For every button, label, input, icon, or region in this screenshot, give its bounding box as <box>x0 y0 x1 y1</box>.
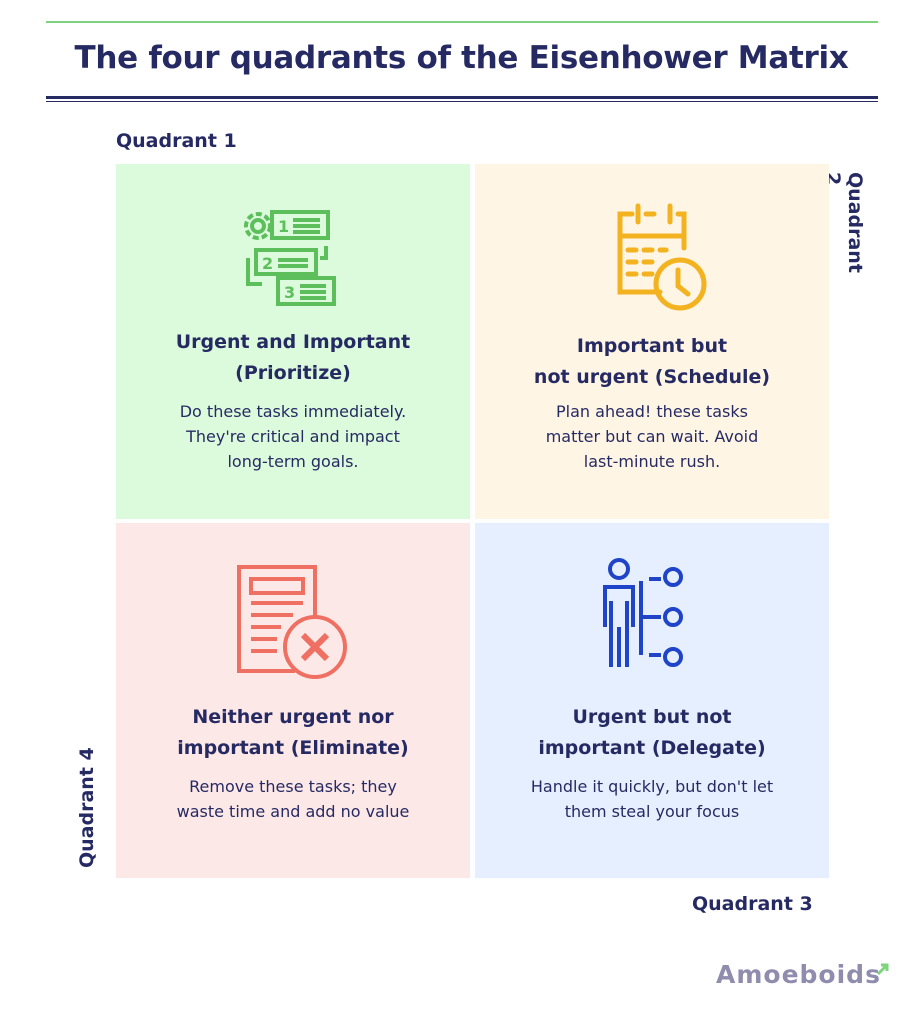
desc-line-1: Do these tasks immediately. <box>179 402 407 421</box>
logo-arrow-icon <box>876 963 889 976</box>
heading-line-2: important (Eliminate) <box>177 737 409 759</box>
svg-text:2: 2 <box>262 254 273 273</box>
person-delegate-icon <box>603 558 683 667</box>
quadrant-delegate: Urgent but not important (Delegate) Handl… <box>475 523 829 878</box>
heading-line-2: not urgent (Schedule) <box>533 366 771 388</box>
desc-line-1: Plan ahead! these tasks <box>556 402 748 421</box>
heading-line-2: (Prioritize) <box>235 362 351 384</box>
calendar-clock-icon <box>617 203 707 311</box>
page-title: The four quadrants of the Eisenhower Mat… <box>74 40 849 76</box>
quadrant-prioritize: 1 2 3 Urgent and Important (Prioritize) D… <box>116 164 470 519</box>
quadrant-1-label: Quadrant 1 <box>116 130 237 152</box>
title-divider-thin <box>46 101 878 102</box>
amoeboids-logo: Amoeboids <box>716 960 881 989</box>
heading-line-2: important (Delegate) <box>538 737 766 759</box>
title-divider <box>46 96 878 99</box>
desc-line-2: them steal your focus <box>564 802 740 821</box>
desc-line-3: long-term goals. <box>227 452 359 471</box>
heading-line-1: Important but <box>576 335 728 357</box>
desc-line-3: last-minute rush. <box>583 452 721 471</box>
svg-text:1: 1 <box>278 217 289 236</box>
desc-line-2: matter but can wait. Avoid <box>545 427 759 446</box>
document-cancel-icon <box>237 565 347 679</box>
heading-line-1: Urgent but not <box>572 706 732 728</box>
desc-line-2: They're critical and impact <box>186 427 400 446</box>
heading-line-1: Urgent and Important <box>175 331 411 353</box>
top-divider <box>46 21 878 23</box>
desc-line-1: Handle it quickly, but don't let <box>530 777 774 796</box>
desc-line-2: waste time and add no value <box>176 802 410 821</box>
quadrant-4-label: Quadrant 4 <box>76 747 98 868</box>
quadrant-3-label: Quadrant 3 <box>692 893 813 915</box>
desc-line-1: Remove these tasks; they <box>189 777 397 796</box>
heading-line-1: Neither urgent nor <box>192 706 394 728</box>
workflow-gear-icon: 1 2 3 <box>244 210 336 306</box>
quadrant-schedule: Important but not urgent (Schedule) Plan … <box>475 164 829 519</box>
svg-text:3: 3 <box>284 283 295 302</box>
